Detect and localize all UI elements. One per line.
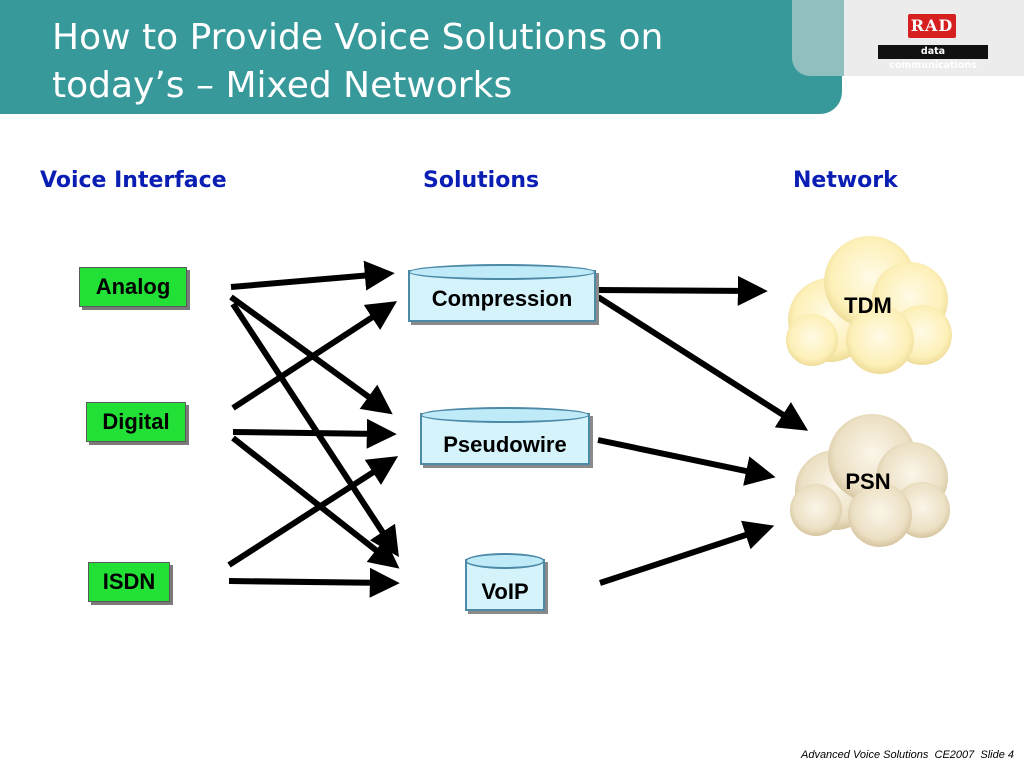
network-psn-label: PSN — [845, 469, 891, 494]
arrow-analog-compression — [230, 260, 395, 291]
arrow-analog-voip — [230, 302, 399, 558]
arrow-compression-psn — [596, 294, 809, 431]
arrow-isdn-pseudowire — [227, 456, 399, 568]
interface-analog: Analog — [79, 267, 187, 307]
interface-isdn-label: ISDN — [102, 569, 156, 594]
cylinder-top — [408, 264, 596, 280]
column-header-solutions: Solutions — [423, 168, 540, 193]
column-header-network: Network — [793, 168, 898, 193]
rad-logo: RAD — [908, 14, 956, 38]
solution-compression-label: Compression — [431, 286, 573, 311]
header-accent — [792, 0, 844, 76]
tdm-cloud-shape — [786, 236, 952, 374]
arrow-compression-tdm — [597, 275, 768, 306]
title-line-1: How to Provide Voice Solutions on — [52, 17, 664, 58]
interface-digital-label: Digital — [102, 409, 170, 434]
title-line-2: today’s – Mixed Networks — [52, 65, 513, 106]
slide-title: How to Provide Voice Solutions on today’… — [52, 14, 792, 110]
interface-analog-label: Analog — [95, 274, 171, 299]
column-header-voice-interface: Voice Interface — [40, 168, 227, 193]
psn-cloud-shape — [790, 414, 950, 547]
network-tdm-label: TDM — [844, 293, 892, 318]
header-band — [0, 0, 842, 114]
slide-footer: Advanced Voice Solutions CE2007 Slide 4 — [800, 749, 1014, 761]
cylinder-top — [465, 553, 545, 569]
logo-panel — [844, 0, 1024, 76]
solution-compression: Compression — [408, 264, 596, 322]
interface-digital: Digital — [86, 402, 186, 442]
arrow-digital-pseudowire — [232, 418, 397, 449]
arrow-isdn-voip — [228, 567, 400, 598]
solution-voip-label: VoIP — [481, 579, 529, 604]
logo-tagline: data communications — [878, 45, 988, 71]
cylinder-top — [420, 407, 590, 423]
arrow-voip-psn — [599, 520, 775, 586]
solution-pseudowire-label: Pseudowire — [443, 432, 567, 457]
arrow-digital-compression — [231, 301, 398, 411]
interface-isdn: ISDN — [88, 562, 170, 602]
arrow-analog-pseudowire — [229, 294, 393, 415]
arrow-pseudowire-psn — [597, 437, 776, 486]
arrow-digital-voip — [231, 435, 400, 569]
solution-voip: VoIP — [465, 553, 545, 611]
solution-pseudowire: Pseudowire — [420, 407, 590, 465]
